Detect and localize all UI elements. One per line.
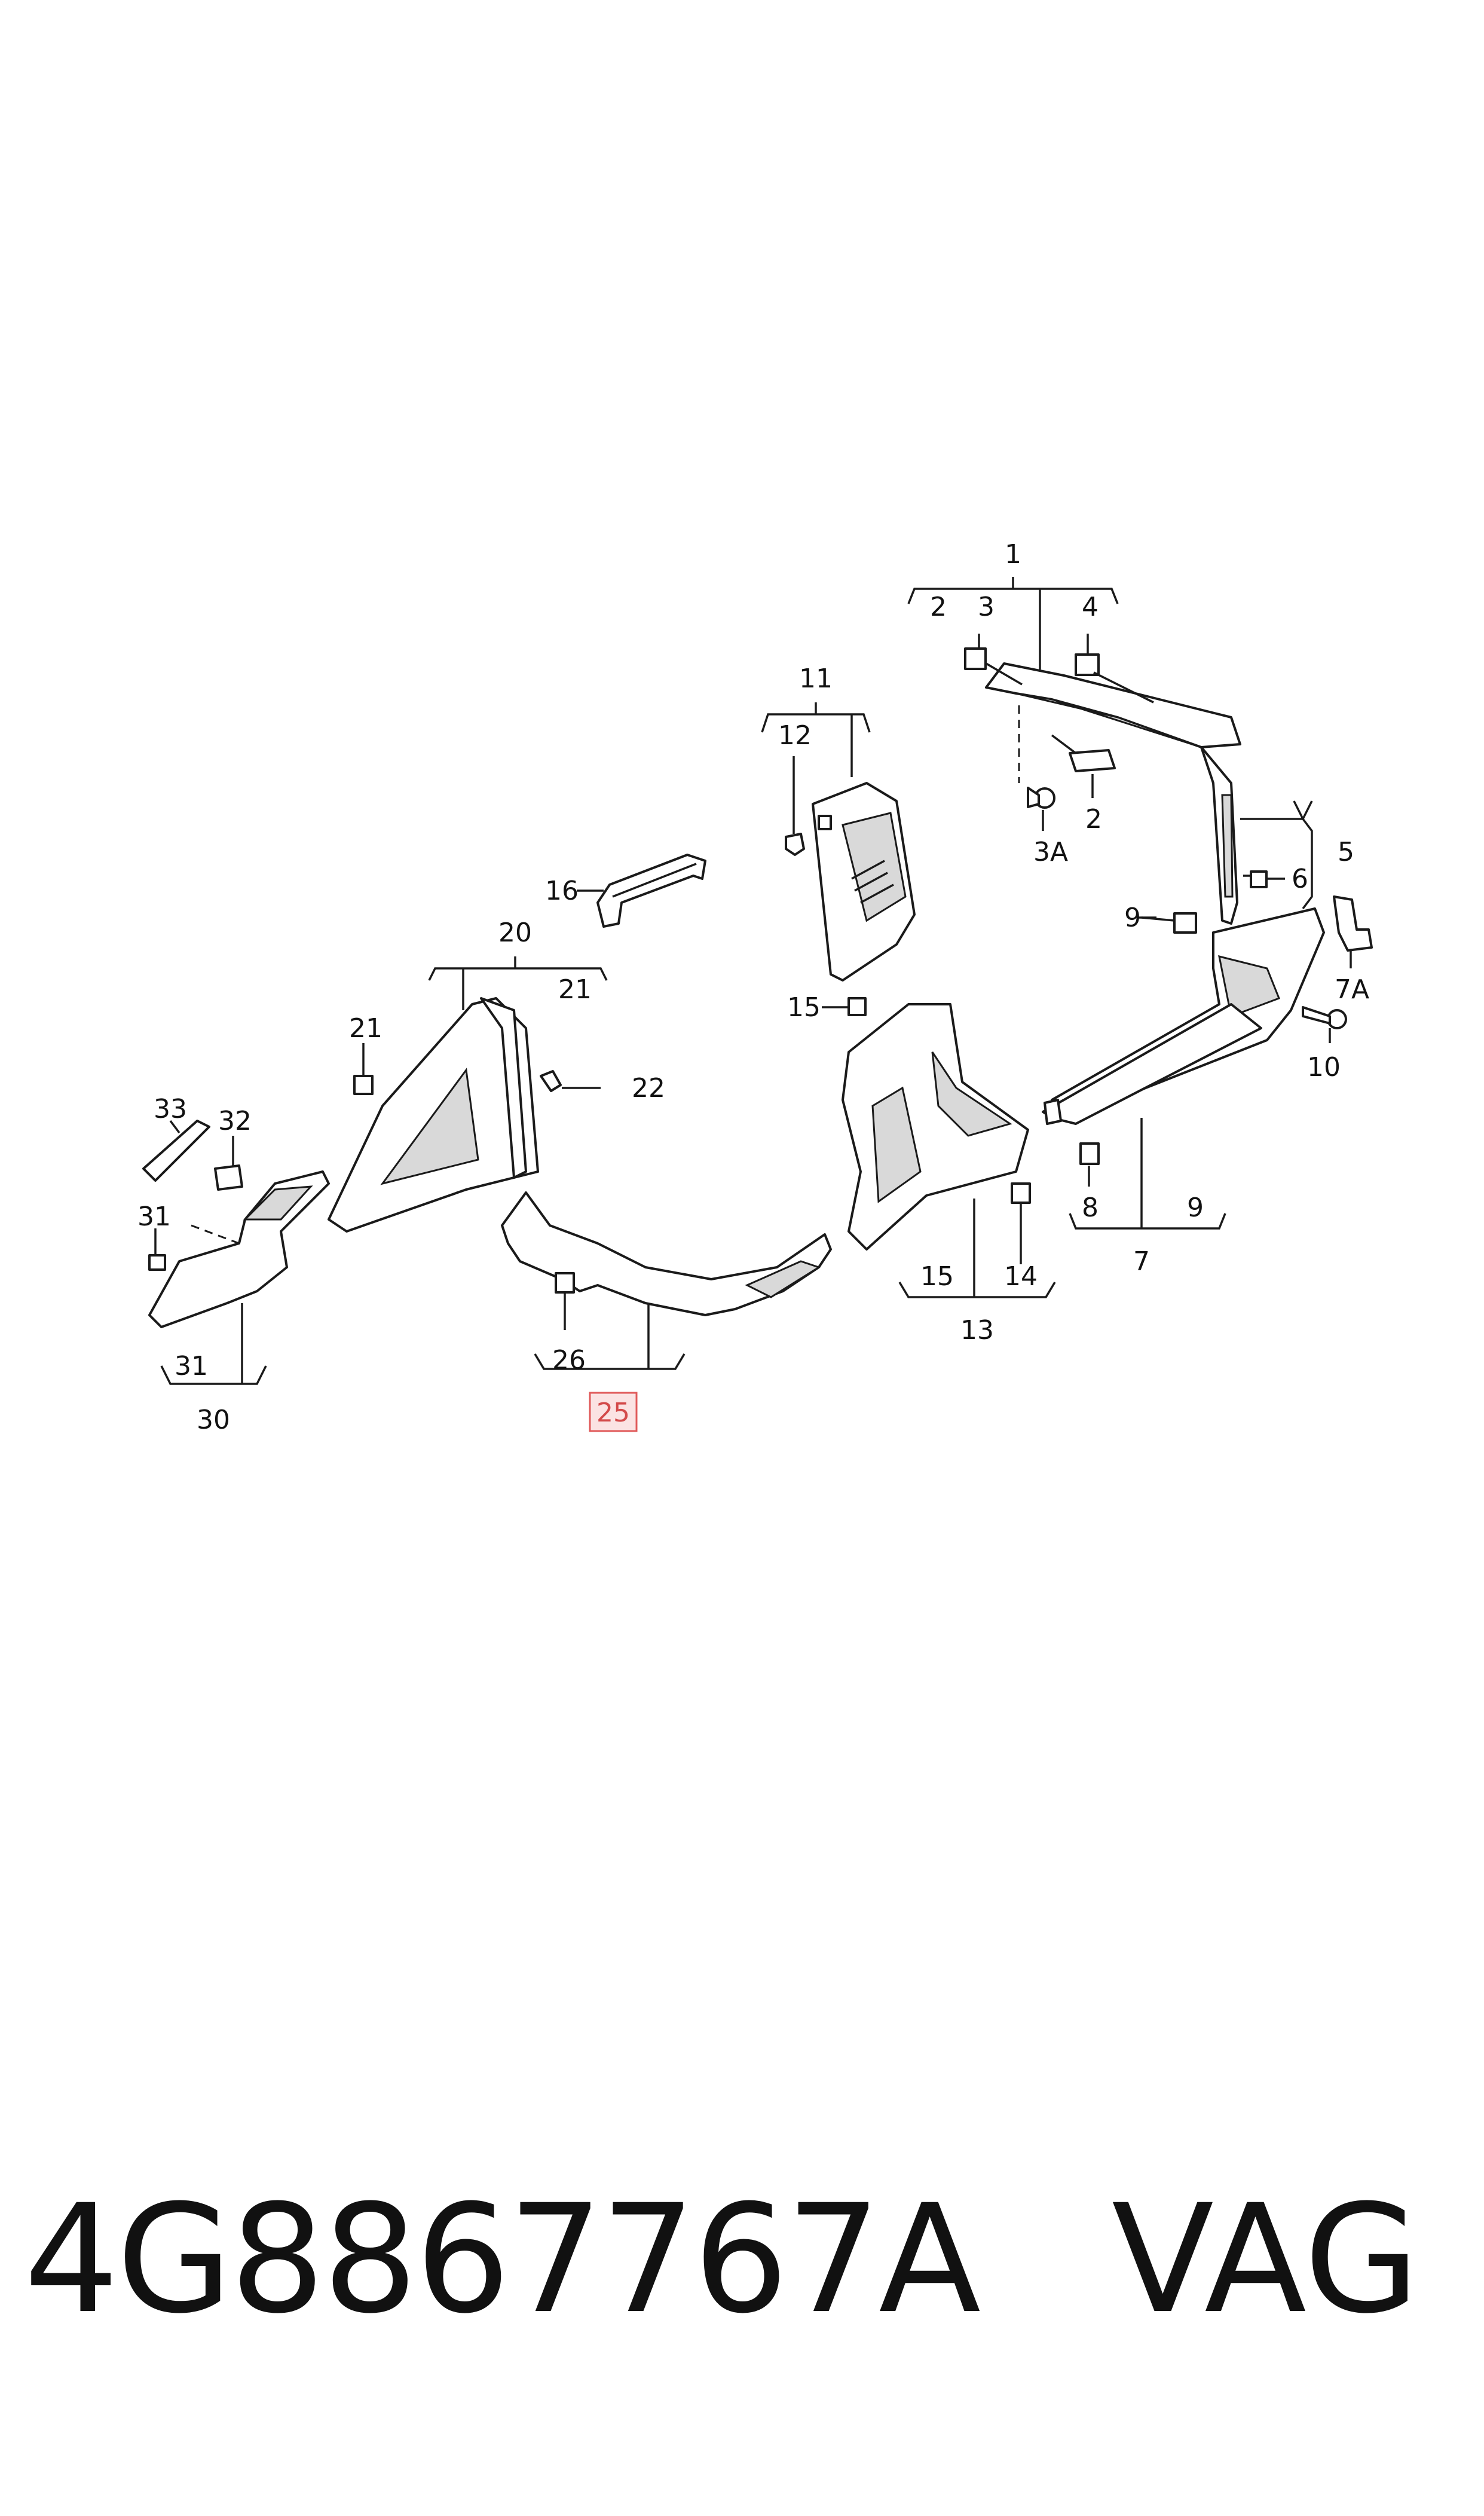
callout-7a: 7A [1335, 974, 1369, 1005]
part-group-25: 26 25 [501, 1191, 832, 1432]
callout-7: 7 [1133, 1246, 1150, 1277]
cover-2 [1069, 749, 1116, 772]
footer: 4G8867767A VAG [0, 2170, 1484, 2349]
callout-5: 5 [1338, 837, 1354, 867]
callout-15: 15 [787, 992, 821, 1023]
callout-1: 1 [1005, 539, 1021, 570]
callout-3: 3 [978, 592, 995, 622]
callout-31: 31 [175, 1351, 208, 1381]
callout-26: 26 [552, 1345, 586, 1375]
strip-33 [142, 1120, 210, 1182]
callout-4: 4 [1082, 592, 1099, 622]
callout-15: 15 [920, 1261, 954, 1292]
callout-25-highlight [589, 1392, 638, 1432]
tab-12 [818, 815, 832, 830]
part-group-5: 5 6 [1200, 746, 1354, 925]
callout-6: 6 [1292, 864, 1308, 894]
brand-name: VAG [1112, 2172, 1420, 2346]
callout-9: 9 [1187, 1193, 1204, 1223]
callout-22: 22 [632, 1073, 665, 1103]
clip-26 [555, 1272, 575, 1294]
clip-21 [353, 1075, 374, 1095]
clip-4 [1075, 653, 1100, 676]
callout-21: 21 [349, 1013, 383, 1044]
part-group-30: 33 32 31 31 30 [137, 1094, 330, 1435]
clip-14 [1011, 1182, 1031, 1204]
grab-handle-16 [596, 854, 706, 928]
clip-6 [1250, 870, 1268, 888]
callout-11: 11 [799, 664, 833, 694]
callout-13: 13 [960, 1315, 994, 1346]
a-pillar-upper-trim [985, 662, 1241, 748]
callout-21: 21 [558, 974, 592, 1005]
clip-15 [847, 997, 867, 1016]
part-group-16: 16 [545, 854, 706, 928]
part-group-11: 11 12 [761, 664, 916, 982]
callout-2: 2 [1085, 804, 1102, 834]
part-group-7: 9 10 8 9 7 [1042, 903, 1347, 1277]
callout-30: 30 [197, 1405, 230, 1435]
clip-3 [964, 647, 987, 670]
callout-31: 31 [137, 1202, 171, 1232]
clip-9 [1173, 912, 1197, 934]
callout-2: 2 [930, 592, 947, 622]
rear-sill-trim-25 [501, 1191, 832, 1316]
sill-trim-rear [1042, 1003, 1262, 1125]
callout-20: 20 [498, 918, 532, 948]
callout-14: 14 [1004, 1261, 1038, 1292]
clip-31 [148, 1254, 166, 1271]
bracket-7a [1333, 895, 1373, 952]
callout-16: 16 [545, 876, 579, 906]
part-group-20: 20 21 21 22 [328, 918, 665, 1233]
callout-32: 32 [218, 1106, 252, 1136]
callout-33: 33 [154, 1094, 187, 1124]
callout-10: 10 [1307, 1052, 1341, 1083]
clip-12 [785, 833, 805, 856]
part-number: 4G8867767A [24, 2172, 981, 2346]
clip-32 [214, 1164, 243, 1191]
part-group-1: 1 2 3 4 2 3A [907, 539, 1241, 867]
callout-25: 25 [596, 1398, 630, 1428]
clip-8 [1079, 1142, 1100, 1165]
callout-8: 8 [1082, 1193, 1099, 1223]
part-7a: 7A [1333, 895, 1373, 1005]
screw-22 [540, 1070, 562, 1092]
callout-9: 9 [1124, 903, 1141, 933]
callout-12: 12 [778, 720, 812, 751]
part-group-13: 15 15 14 13 [787, 992, 1056, 1346]
callout-3a: 3A [1033, 837, 1068, 867]
